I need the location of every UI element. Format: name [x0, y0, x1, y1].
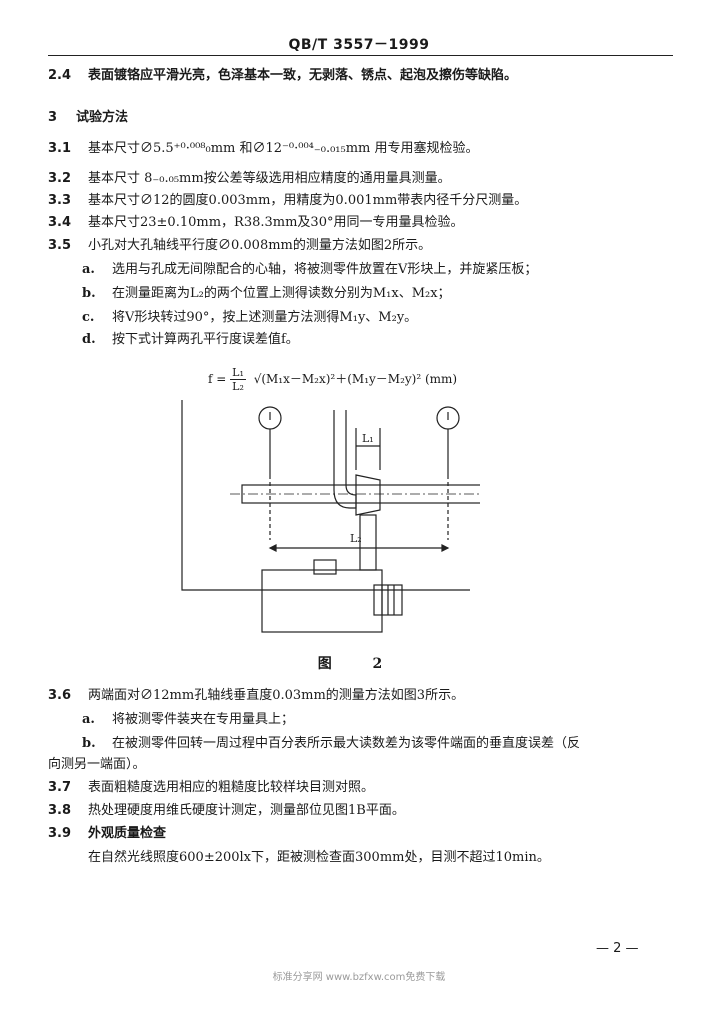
formula-fraction: L₁ L₂	[230, 366, 246, 393]
clause-number: 3.6	[48, 688, 72, 703]
sub-item-text: 在测量距离为L₂的两个位置上测得读数分别为M₁x、M₂x；	[112, 286, 451, 301]
formula-rhs: √(M₁x－M₂x)²＋(M₁y－M₂y)² (mm)	[253, 372, 458, 386]
clause-3-5-b: b. 在测量距离为L₂的两个位置上测得读数分别为M₁x、M₂x；	[82, 286, 451, 302]
clause-text: 两端面对∅12mm孔轴线垂直度0.03mm的测量方法如图3所示。	[88, 688, 465, 703]
sub-item-text: 选用与孔成无间隙配合的心轴，将被测零件放置在V形块上，并旋紧压板；	[112, 262, 538, 277]
clause-3-5-a: a. 选用与孔成无间隙配合的心轴，将被测零件放置在V形块上，并旋紧压板；	[82, 262, 537, 278]
clause-3-6-b-continuation: 向测另一端面）。	[48, 757, 146, 772]
clause-number: 3.7	[48, 780, 72, 795]
clause-text: 基本尺寸 8₋₀.₀₅mm按公差等级选用相应精度的通用量具测量。	[88, 171, 451, 186]
parallelism-formula: f = L₁ L₂ √(M₁x－M₂x)²＋(M₁y－M₂y)² (mm)	[208, 366, 457, 393]
standard-code-header: QB/T 3557－1999	[288, 37, 430, 53]
sub-item-letter: c.	[82, 310, 95, 325]
clause-3-8: 3.8 热处理硬度用维氏硬度计测定，测量部位见图1B平面。	[48, 803, 405, 819]
header-rule	[48, 55, 673, 56]
section-3-heading: 3 试验方法	[48, 110, 128, 126]
v-block-base	[261, 569, 383, 633]
clause-text: 基本尺寸∅5.5⁺⁰·⁰⁰⁸₀mm 和∅12⁻⁰·⁰⁰⁴₋₀.₀₁₅mm 用专用…	[88, 141, 479, 156]
sub-item-letter: a.	[82, 262, 95, 277]
clause-3-6-b: b. 在被测零件回转一周过程中百分表所示最大读数差为该零件端面的垂直度误差（反	[82, 736, 580, 752]
clause-2-4: 2.4 表面镀铬应平滑光亮，色泽基本一致，无剥落、锈点、起泡及擦伤等缺陷。	[48, 68, 517, 84]
section-title: 试验方法	[76, 110, 129, 125]
clause-number: 3.2	[48, 171, 72, 186]
page-number: — 2 —	[596, 941, 639, 956]
clamp-block	[313, 559, 337, 575]
clause-text: 基本尺寸∅12的圆度0.003mm，用精度为0.001mm带表内径千分尺测量。	[88, 193, 528, 208]
clause-number: 3.9	[48, 826, 72, 841]
formula-numerator: L₁	[230, 366, 246, 380]
clause-3-9-body: 在自然光线照度600±200lx下，距被测检查面300mm处，目测不超过10mi…	[88, 850, 550, 865]
clause-3-5-d: d. 按下式计算两孔平行度误差值f。	[82, 332, 299, 348]
figure-caption: 图 2	[317, 656, 401, 672]
formula-lhs: f =	[208, 372, 227, 386]
workpiece-collar	[355, 474, 381, 516]
sub-item-letter: d.	[82, 332, 96, 347]
clause-3-3: 3.3 基本尺寸∅12的圆度0.003mm，用精度为0.001mm带表内径千分尺测…	[48, 193, 527, 209]
clause-number: 3.1	[48, 141, 72, 156]
clause-3-5-c: c. 将V形块转过90°，按上述测量方法测得M₁y、M₂y。	[82, 310, 417, 326]
clause-number: 3.8	[48, 803, 72, 818]
clause-3-9: 3.9 外观质量检查	[48, 826, 166, 842]
clause-text: 小孔对大孔轴线平行度∅0.008mm的测量方法如图2所示。	[88, 238, 432, 253]
watermark-text: 标准分享网 www.bzfxw.com免费下载	[272, 972, 446, 983]
clause-text: 基本尺寸23±0.10mm，R38.3mm及30°用同一专用量具检验。	[88, 215, 464, 230]
clause-text: 表面镀铬应平滑光亮，色泽基本一致，无剥落、锈点、起泡及擦伤等缺陷。	[88, 68, 518, 83]
clause-text: 表面粗糙度选用相应的粗糙度比较样块目测对照。	[88, 780, 375, 795]
clause-3-7: 3.7 表面粗糙度选用相应的粗糙度比较样块目测对照。	[48, 780, 374, 796]
clause-text: 热处理硬度用维氏硬度计测定，测量部位见图1B平面。	[88, 803, 405, 818]
clause-number: 3.5	[48, 238, 72, 253]
support-post	[359, 514, 377, 571]
sub-item-text: 按下式计算两孔平行度误差值f。	[112, 332, 299, 347]
frame-outline	[181, 400, 470, 591]
sub-item-letter: b.	[82, 286, 96, 301]
sub-item-text: 在被测零件回转一周过程中百分表所示最大读数差为该零件端面的垂直度误差（反	[112, 736, 581, 751]
mandrel-shaft	[241, 484, 480, 504]
clause-3-6: 3.6 两端面对∅12mm孔轴线垂直度0.03mm的测量方法如图3所示。	[48, 688, 464, 704]
sub-item-text: 将V形块转过90°，按上述测量方法测得M₁y、M₂y。	[112, 310, 418, 325]
sub-item-text: 将被测零件装夹在专用量具上；	[112, 712, 295, 727]
clause-number: 3.4	[48, 215, 72, 230]
clause-3-6-a: a. 将被测零件装夹在专用量具上；	[82, 712, 294, 728]
section-number: 3	[48, 110, 58, 125]
figure-2-diagram: L₁ L₂	[181, 400, 480, 633]
clause-number: 2.4	[48, 68, 72, 83]
clause-number: 3.3	[48, 193, 72, 208]
clause-3-5: 3.5 小孔对大孔轴线平行度∅0.008mm的测量方法如图2所示。	[48, 238, 431, 254]
clause-3-2: 3.2 基本尺寸 8₋₀.₀₅mm按公差等级选用相应精度的通用量具测量。	[48, 171, 451, 187]
sub-item-letter: a.	[82, 712, 95, 727]
hook-workpiece	[333, 410, 357, 509]
clause-3-4: 3.4 基本尺寸23±0.10mm，R38.3mm及30°用同一专用量具检验。	[48, 215, 463, 231]
label-l1: L₁	[362, 432, 374, 445]
label-l2: L₂	[350, 532, 362, 545]
clause-3-1: 3.1 基本尺寸∅5.5⁺⁰·⁰⁰⁸₀mm 和∅12⁻⁰·⁰⁰⁴₋₀.₀₁₅mm …	[48, 141, 479, 157]
clause-text: 外观质量检查	[88, 826, 167, 841]
sub-item-letter: b.	[82, 736, 96, 751]
formula-denominator: L₂	[232, 380, 244, 393]
